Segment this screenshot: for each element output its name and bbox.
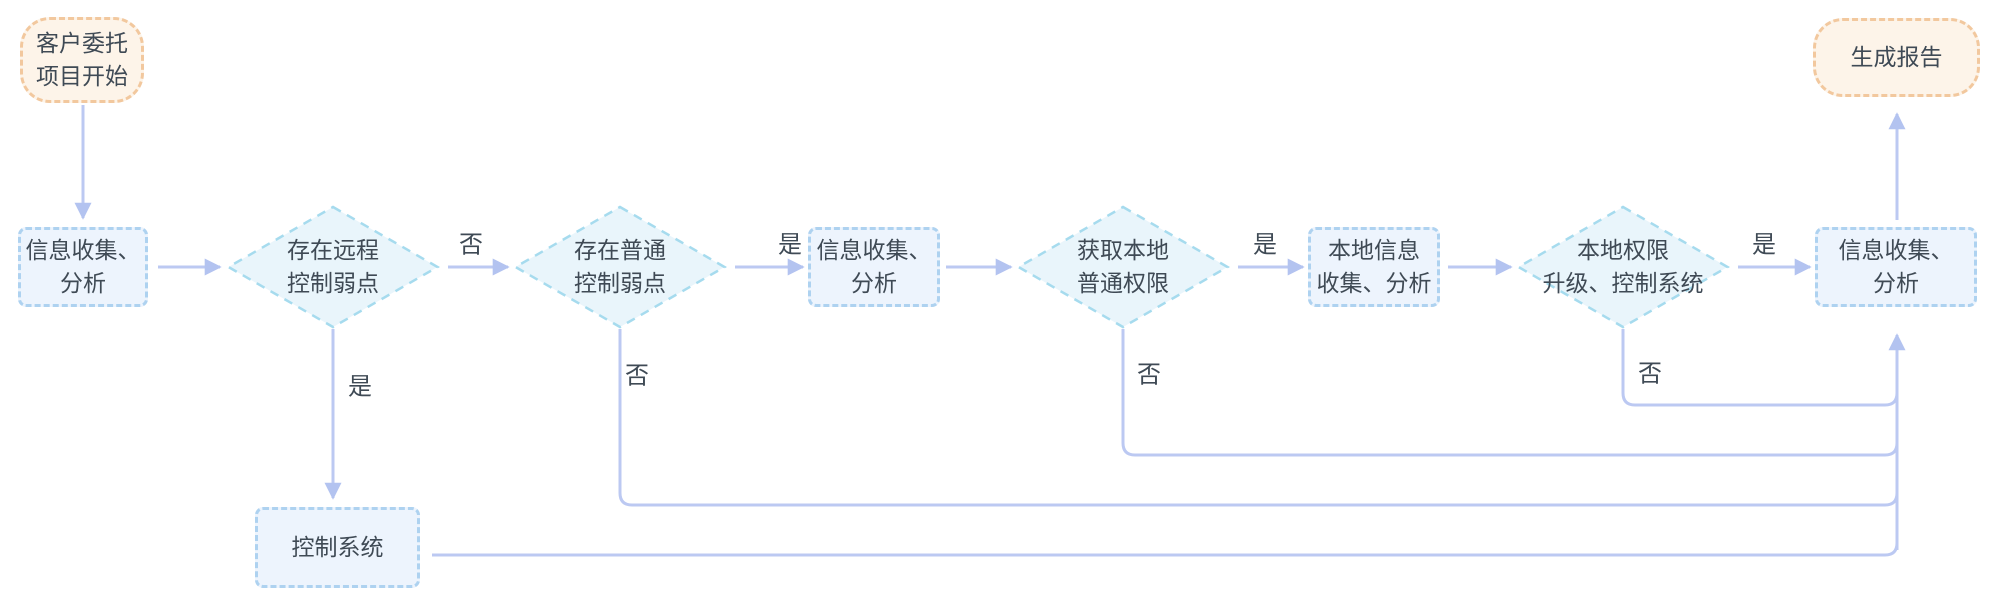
info-collection-box-1: 信息收集、 分析	[18, 227, 148, 307]
edge-common-no-loop	[618, 329, 1899, 507]
diamond-shape	[513, 205, 727, 329]
label-local-priv-no: 否	[1137, 361, 1161, 389]
decision-label: 存在远程 控制弱点	[287, 237, 379, 296]
diamond-shape	[226, 205, 440, 329]
label-local-priv-yes: 是	[1253, 231, 1277, 259]
privilege-escalation-decision: 本地权限 升级、控制系统	[1516, 205, 1730, 329]
decision-label: 存在普通 控制弱点	[574, 237, 666, 296]
decision-label: 本地权限 升级、控制系统	[1542, 237, 1704, 296]
diamond-shape	[1016, 205, 1230, 329]
label-remote-yes: 是	[348, 373, 372, 401]
edge-privesc-no-loop	[1621, 329, 1899, 407]
label-common-no: 否	[625, 362, 649, 390]
label-priv-esc-no: 否	[1638, 360, 1662, 388]
local-info-collection-box: 本地信息 收集、分析	[1308, 227, 1440, 307]
label-priv-esc-yes: 是	[1752, 231, 1776, 259]
edge-control-loop	[432, 542, 1899, 557]
remote-weakness-decision: 存在远程 控制弱点	[226, 205, 440, 329]
report-node: 生成报告	[1813, 18, 1980, 97]
label-remote-no: 否	[459, 231, 483, 259]
diamond-shape	[1516, 205, 1730, 329]
local-privilege-decision: 获取本地 普通权限	[1016, 205, 1230, 329]
label-common-yes: 是	[778, 231, 802, 259]
decision-label: 获取本地 普通权限	[1077, 237, 1169, 296]
control-system-box: 控制系统	[255, 507, 420, 588]
common-weakness-decision: 存在普通 控制弱点	[513, 205, 727, 329]
info-collection-box-2: 信息收集、 分析	[808, 227, 940, 307]
info-collection-box-3: 信息收集、 分析	[1815, 227, 1977, 307]
edge-localpriv-no-loop	[1121, 329, 1899, 457]
start-node: 客户委托 项目开始	[20, 17, 144, 103]
